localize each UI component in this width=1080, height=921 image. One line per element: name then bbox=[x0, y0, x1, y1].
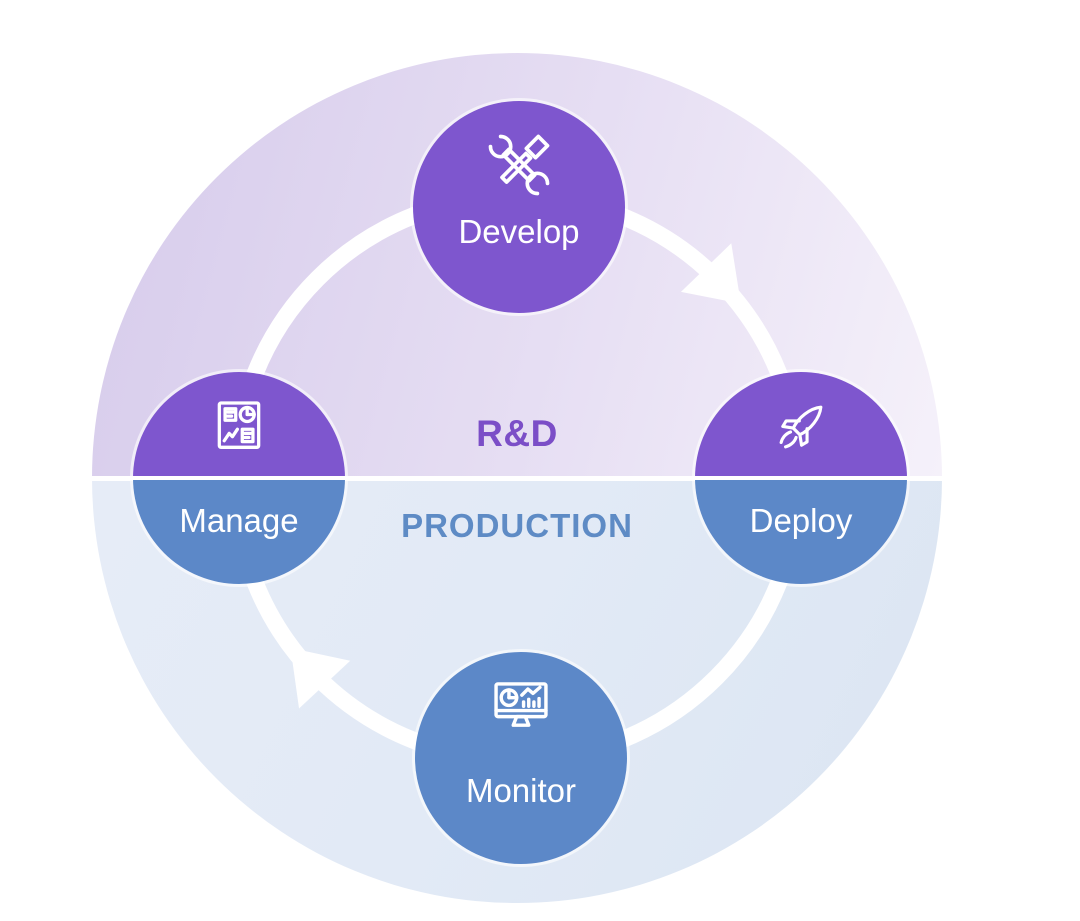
node-label-manage: Manage bbox=[179, 502, 299, 539]
node-label-monitor: Monitor bbox=[465, 772, 577, 809]
node-label-deploy: Deploy bbox=[749, 502, 853, 539]
node-deploy: Deploy bbox=[695, 372, 907, 584]
rocket-icon bbox=[779, 405, 823, 449]
arrowhead-bottom-left-icon bbox=[290, 648, 351, 709]
tools-icon bbox=[488, 134, 550, 196]
zone-label-rd: R&D bbox=[476, 413, 558, 454]
zone-label-production: PRODUCTION bbox=[401, 507, 633, 544]
node-label-develop: Develop bbox=[458, 213, 580, 250]
arrowhead-top-right-icon bbox=[680, 243, 741, 304]
node-monitor: Monitor bbox=[415, 652, 627, 864]
node-develop: Develop bbox=[413, 101, 625, 313]
dashboard-icon bbox=[217, 401, 261, 449]
monitor-icon bbox=[494, 682, 548, 727]
node-manage: Manage bbox=[133, 372, 345, 584]
